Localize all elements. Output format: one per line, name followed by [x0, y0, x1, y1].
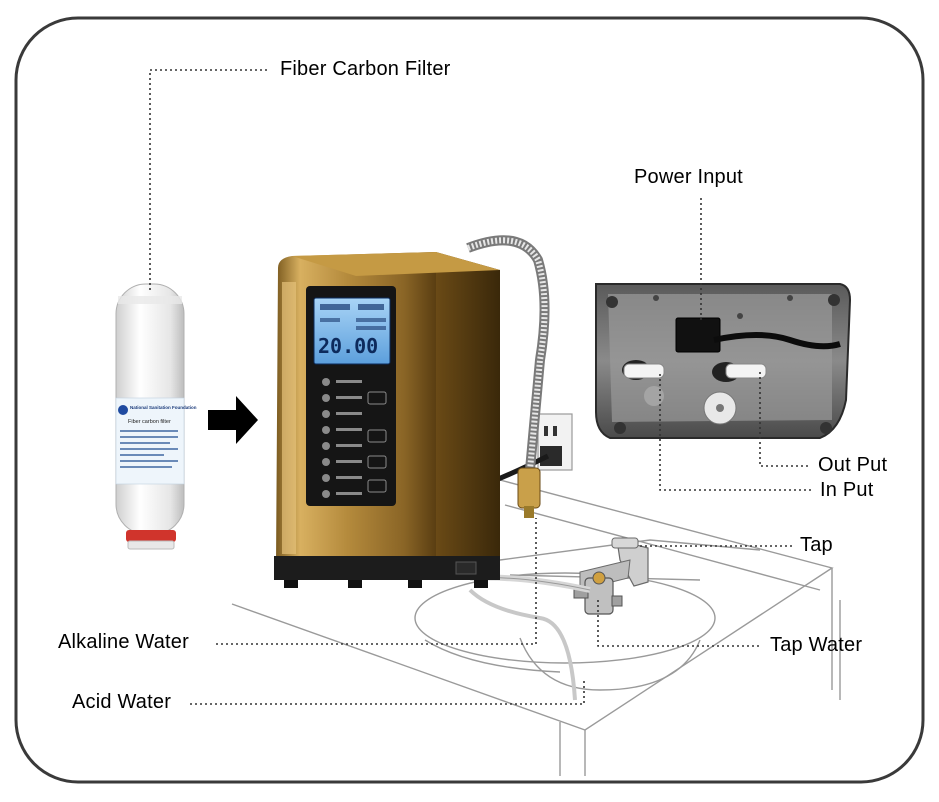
sink-counter-drawing: [231, 469, 841, 776]
arrow-icon: [208, 396, 258, 444]
callout-lines: [149, 69, 812, 705]
callout-alkaline-water: Alkaline Water: [58, 631, 189, 653]
callout-tap: Tap: [800, 534, 833, 556]
callout-acid-water: Acid Water: [72, 691, 172, 713]
water-ionizer: [274, 252, 500, 588]
wall-socket: [537, 413, 573, 471]
callout-tap-water: Tap Water: [770, 634, 863, 656]
out-put-fitting: [725, 363, 767, 379]
filter-cartridge: [115, 283, 185, 550]
callout-out-put: Out Put: [818, 454, 888, 476]
filter-title-text: Fiber carbon filter: [128, 419, 171, 425]
callout-power-input: Power Input: [634, 166, 743, 188]
callout-in-put: In Put: [820, 479, 874, 501]
acid-hose: [468, 588, 577, 701]
control-buttons: [322, 378, 387, 498]
diverter-valve: [573, 571, 623, 615]
power-input-panel: [595, 283, 852, 439]
power-socket: [675, 317, 721, 353]
flexible-spout: [466, 235, 550, 518]
filter-brand-text: National Sanitation Foundation: [130, 405, 197, 410]
in-put-fitting: [623, 363, 665, 379]
lcd-main-reading: 20.00: [318, 334, 379, 358]
callout-fiber-carbon-filter: Fiber Carbon Filter: [280, 58, 451, 80]
